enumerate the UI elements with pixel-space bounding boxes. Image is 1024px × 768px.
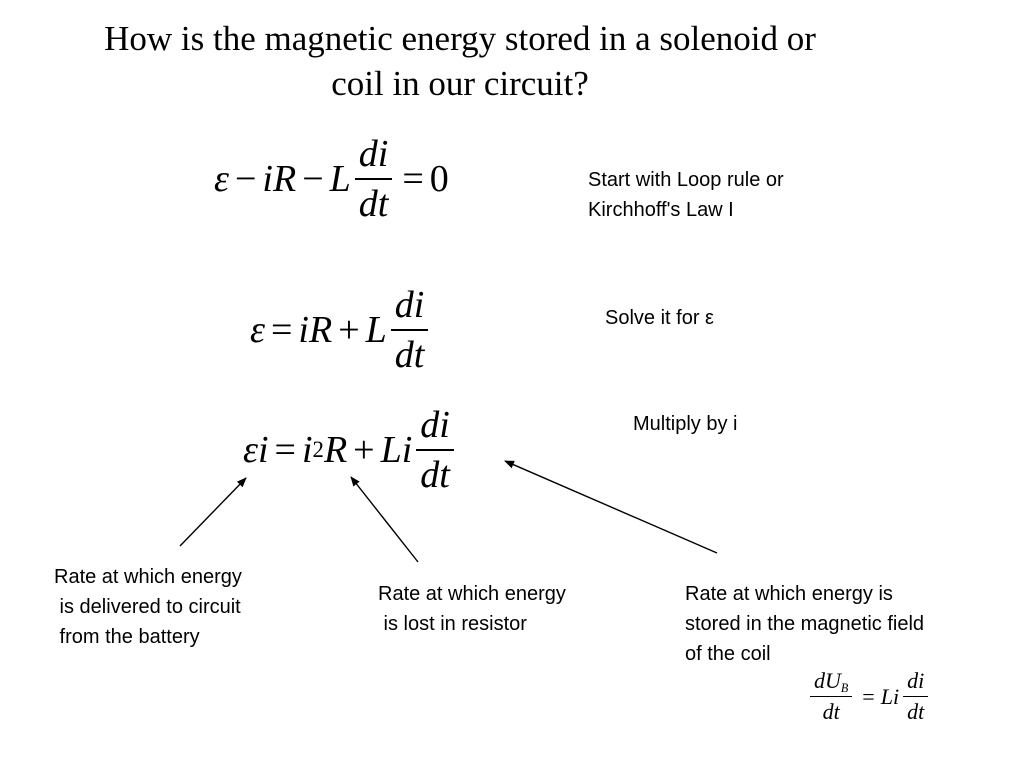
emf-times-i: εi xyxy=(243,429,269,471)
fraction-bar xyxy=(354,178,393,180)
arrow-resistor xyxy=(350,476,419,563)
li-term: Li xyxy=(880,683,900,709)
du-symbol: dU xyxy=(814,668,841,693)
di-dt-fraction: di dt xyxy=(903,668,929,725)
inductance-symbol: L xyxy=(365,309,387,351)
fraction-bar xyxy=(810,696,853,697)
emf-symbol: ε xyxy=(214,158,229,200)
fraction-numerator: dUB xyxy=(810,668,852,696)
emf-symbol: ε xyxy=(250,309,265,351)
equals-sign: = xyxy=(270,309,293,351)
fraction-numerator: di xyxy=(420,404,450,446)
equation-solved-emf: ε = iR + L di dt xyxy=(250,283,432,377)
fraction-bar xyxy=(416,449,454,451)
plus-sign: + xyxy=(338,309,360,351)
equation-energy-rate: dUB dt = Li di dt xyxy=(806,668,932,725)
title-line-1: How is the magnetic energy stored in a s… xyxy=(104,19,816,58)
fraction-denominator: dt xyxy=(822,699,840,724)
du-dt-fraction: dUB dt xyxy=(810,668,853,725)
fraction-numerator: di xyxy=(358,133,389,175)
fraction-bar xyxy=(390,329,429,331)
equals-sign: = xyxy=(402,158,424,200)
di-dt-fraction: di dt xyxy=(390,283,429,377)
fraction-denominator: dt xyxy=(358,183,389,225)
equation-loop-rule: ε − iR − L di dt = 0 xyxy=(214,132,449,226)
fraction-denominator: dt xyxy=(907,699,925,724)
li-term: Li xyxy=(380,429,413,471)
note-multiply: Multiply by i xyxy=(633,413,738,435)
label-resistor: Rate at which energy is lost in resistor xyxy=(378,583,566,635)
fraction-numerator: di xyxy=(394,284,425,326)
plus-sign: + xyxy=(353,429,375,471)
note-loop-rule: Start with Loop rule or Kirchhoff's Law … xyxy=(588,169,784,221)
arrow-coil xyxy=(504,460,718,554)
di-dt-fraction: di dt xyxy=(354,132,393,226)
fraction-denominator: dt xyxy=(394,334,425,376)
ir-term: iR xyxy=(262,158,297,200)
equals-sign: = xyxy=(274,429,296,471)
ir-term: iR xyxy=(298,309,333,351)
arrow-battery xyxy=(179,477,247,547)
di-dt-fraction: di dt xyxy=(416,403,454,497)
inductance-symbol: L xyxy=(329,158,351,200)
fraction-numerator: di xyxy=(907,668,925,693)
minus-sign: − xyxy=(234,158,257,200)
title-line-2: coil in our circuit? xyxy=(331,64,589,103)
slide-title: How is the magnetic energy stored in a s… xyxy=(30,16,890,106)
subscript: B xyxy=(840,681,849,696)
fraction-bar xyxy=(903,696,929,697)
current-symbol: i xyxy=(301,429,313,471)
note-solve: Solve it for ε xyxy=(605,307,714,329)
fraction-denominator: dt xyxy=(420,454,450,496)
zero-value: 0 xyxy=(429,158,449,200)
resistance-symbol: R xyxy=(323,429,348,471)
label-coil: Rate at which energy is stored in the ma… xyxy=(685,583,925,665)
label-battery: Rate at which energy is delivered to cir… xyxy=(54,566,242,648)
minus-sign: − xyxy=(302,158,324,200)
equals-sign: = xyxy=(862,683,875,709)
